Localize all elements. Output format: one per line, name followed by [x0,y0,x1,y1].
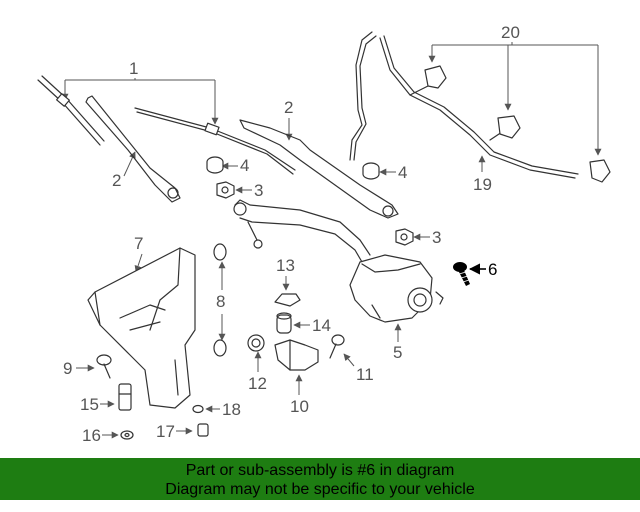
wiper-blade-left [37,75,105,146]
wiper-arm-right [239,119,399,219]
callout-label-4-left: 4 [240,156,249,175]
wiper-motor [349,254,444,323]
callout-label-6: 6 [488,260,497,279]
seal-18 [192,404,204,414]
washer-reservoir [87,247,196,409]
gasket-13 [274,293,301,307]
cap-right [362,162,380,180]
callout-label-10: 10 [290,397,309,416]
callout-label-5: 5 [393,343,402,362]
grommet-top [213,243,227,261]
callout-label-19: 19 [473,175,492,194]
callout-label-15: 15 [80,395,99,414]
callout-9: 9 [63,354,112,379]
screw-11 [331,334,345,346]
callout-3-left: 3 [216,181,263,200]
callout-7: 7 [134,234,143,273]
callout-label-9: 9 [63,359,72,378]
hose-connector-c [589,159,611,183]
seal-16 [120,430,134,440]
callout-label-1: 1 [129,59,138,78]
callout-1: 1 [61,59,219,125]
nut-right [395,228,414,246]
callout-14: 14 [276,312,331,335]
cap-left [206,156,224,174]
callout-6: 6 [453,260,497,286]
callout-2-right: 2 [284,98,293,141]
connector-17 [197,423,209,437]
callout-3-right: 3 [395,228,441,247]
wiper-arm-left [85,95,181,203]
callout-label-20: 20 [501,23,520,42]
callout-11: 11 [329,334,374,384]
bolt-part-6 [453,262,470,286]
callout-label-18: 18 [222,400,241,419]
callout-19: 19 [473,155,492,194]
exploded-parts-diagram: 1 2 2 4 4 [37,23,611,445]
callout-label-11: 11 [356,365,374,384]
callout-16: 16 [82,426,134,445]
callout-label-3-left: 3 [254,181,263,200]
hose-connector-a [424,65,447,89]
callout-label-7: 7 [134,234,143,253]
nut-left [216,181,235,199]
callout-label-17: 17 [156,422,175,441]
callout-label-3-right: 3 [432,228,441,247]
callout-17: 17 [156,422,209,441]
callout-label-4-right: 4 [398,163,407,182]
banner-line-1: Part or sub-assembly is #6 in diagram [185,462,455,479]
bushing-14 [276,314,292,334]
banner-line-2: Diagram may not be specific to your vehi… [165,481,475,498]
washer-hoses [349,31,579,179]
callout-12: 12 [247,334,267,393]
callout-5: 5 [393,323,402,362]
callout-label-2-right: 2 [284,98,293,117]
callout-2-left: 2 [112,151,136,190]
hose-connector-b [497,115,521,139]
wiper-blade-center [134,107,296,175]
callout-label-16: 16 [82,426,101,445]
callout-label-8: 8 [216,292,225,311]
washer-nozzle [274,339,319,371]
callout-15: 15 [80,383,132,414]
grommet-bottom [213,339,227,357]
callout-10: 10 [274,339,319,416]
callout-18: 18 [192,400,241,419]
callout-20: 20 [428,23,602,156]
callout-label-12: 12 [248,374,267,393]
info-banner: Part or sub-assembly is #6 in diagram Di… [0,458,640,500]
callout-13: 13 [274,256,301,307]
wiper-linkage [233,199,371,263]
callout-label-2-left: 2 [112,171,121,190]
grommet-12 [247,334,265,352]
washer-pump [118,383,132,411]
callout-4-left: 4 [206,156,249,175]
callout-label-14: 14 [312,316,331,335]
callout-label-13: 13 [276,256,295,275]
callout-8: 8 [213,243,227,357]
callout-4-right: 4 [362,162,407,182]
